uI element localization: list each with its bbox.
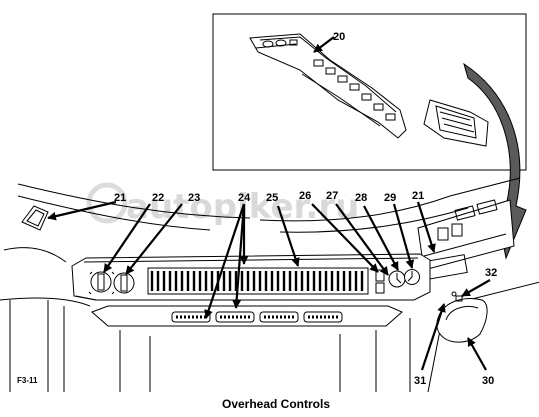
- callout-20: 20: [333, 31, 345, 43]
- diagram-caption: Overhead Controls: [222, 397, 330, 411]
- figure-id: F3-11: [17, 376, 38, 385]
- callout-22: 22: [152, 192, 164, 204]
- vent-3: [259, 311, 299, 323]
- callout-25: 25: [266, 192, 278, 204]
- callout-24: 24: [238, 192, 251, 204]
- knob-22: [90, 271, 112, 293]
- callout-28: 28: [355, 192, 367, 204]
- callout-labels: 21 22 23 24 25 26 27 28 29 21 32 31 30: [114, 190, 497, 387]
- switch-27: [375, 282, 385, 294]
- vent-detail: [423, 99, 489, 147]
- callout-31: 31: [414, 375, 426, 387]
- inset-detail: 20: [212, 13, 527, 171]
- callout-29: 29: [384, 192, 396, 204]
- overhead-console: [71, 253, 431, 301]
- knob-23: [113, 272, 135, 294]
- vent-4: [303, 311, 343, 323]
- overhead-panel-detail: [249, 33, 407, 139]
- callout-27: 27: [326, 190, 338, 202]
- right-upper-panel: [417, 199, 515, 280]
- callout-23: 23: [188, 192, 200, 204]
- leader-lines: [47, 200, 491, 371]
- callout-32: 32: [485, 267, 497, 279]
- callout-30: 30: [482, 375, 494, 387]
- callout-21-right: 21: [412, 190, 424, 202]
- rearview-mirror: [436, 291, 488, 343]
- callout-26: 26: [299, 190, 311, 202]
- lower-vent-strip: [91, 305, 403, 327]
- callout-21-left: 21: [114, 192, 126, 204]
- grille-slats: [150, 271, 364, 291]
- cab-interior: [0, 177, 539, 393]
- left-trim-piece: [21, 205, 49, 231]
- speaker-grille: [147, 267, 369, 295]
- leader-20: [313, 36, 335, 53]
- vent-2: [215, 311, 255, 323]
- inset-frame: [212, 13, 527, 171]
